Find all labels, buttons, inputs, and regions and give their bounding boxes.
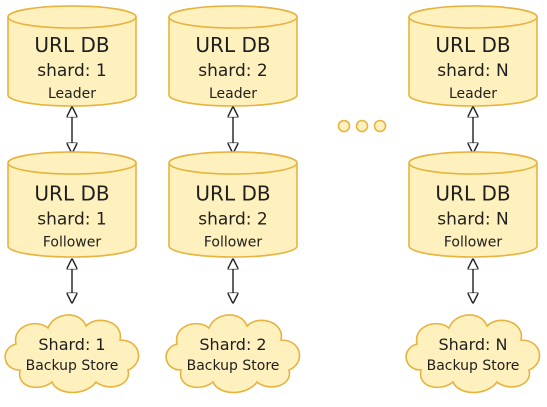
leader-db-3-title: URL DB [435, 33, 510, 57]
follower-db-3-role: Follower [444, 235, 503, 251]
leader-db-3-role: Leader [449, 86, 497, 102]
leader-db-2: URL DB shard: 2 Leader [168, 5, 298, 107]
ellipsis-dot [355, 119, 369, 133]
follower-db-1-title: URL DB [34, 182, 109, 206]
follower-db-2-shard: shard: 2 [198, 210, 267, 230]
backup-store-cloud-2-label: Backup Store [187, 358, 280, 374]
follower-db-1: URL DB shard: 1 Follower [7, 151, 137, 258]
follower-db-2-top [168, 151, 298, 175]
follower-db-3-title: URL DB [435, 182, 510, 206]
follower-db-1-role: Follower [43, 235, 102, 251]
follower-db-2-title: URL DB [195, 182, 270, 206]
leader-db-1-shard: shard: 1 [37, 61, 106, 81]
backup-store-cloud-2-shape [165, 314, 301, 394]
ellipsis-dot [373, 119, 387, 133]
backup-store-cloud-1-shape [4, 314, 140, 394]
backup-store-cloud-3-shard: Shard: N [439, 335, 508, 354]
leader-db-3-shard: shard: N [437, 61, 508, 81]
leader-db-1-role: Leader [48, 86, 96, 102]
follower-db-1-shard: shard: 1 [37, 210, 106, 230]
leader-db-1-title: URL DB [34, 33, 109, 57]
ellipsis-dot [337, 119, 351, 133]
follower-db-2: URL DB shard: 2 Follower [168, 151, 298, 258]
leader-db-2-role: Leader [209, 86, 257, 102]
leader-db-3-top [408, 5, 538, 29]
leader-db-2-title: URL DB [195, 33, 270, 57]
leader-db-3: URL DB shard: N Leader [408, 5, 538, 107]
leader-db-2-shard: shard: 2 [198, 61, 267, 81]
backup-store-cloud-3-shape [405, 314, 541, 394]
backup-store-cloud-2: Shard: 2 Backup Store [165, 314, 301, 394]
backup-store-cloud-2-shard: Shard: 2 [199, 335, 266, 354]
backup-store-cloud-1: Shard: 1 Backup Store [4, 314, 140, 394]
follower-db-3: URL DB shard: N Follower [408, 151, 538, 258]
follower-db-3-top [408, 151, 538, 175]
follower-db-3-shard: shard: N [437, 210, 508, 230]
follower-db-1-top [7, 151, 137, 175]
follower-db-2-role: Follower [204, 235, 263, 251]
backup-store-cloud-3: Shard: N Backup Store [405, 314, 541, 394]
backup-store-cloud-3-label: Backup Store [427, 358, 520, 374]
leader-db-2-top [168, 5, 298, 29]
backup-store-cloud-1-label: Backup Store [26, 358, 119, 374]
ellipsis-dots [337, 119, 387, 133]
backup-store-cloud-1-shard: Shard: 1 [38, 335, 105, 354]
leader-db-1-top [7, 5, 137, 29]
leader-db-1: URL DB shard: 1 Leader [7, 5, 137, 107]
